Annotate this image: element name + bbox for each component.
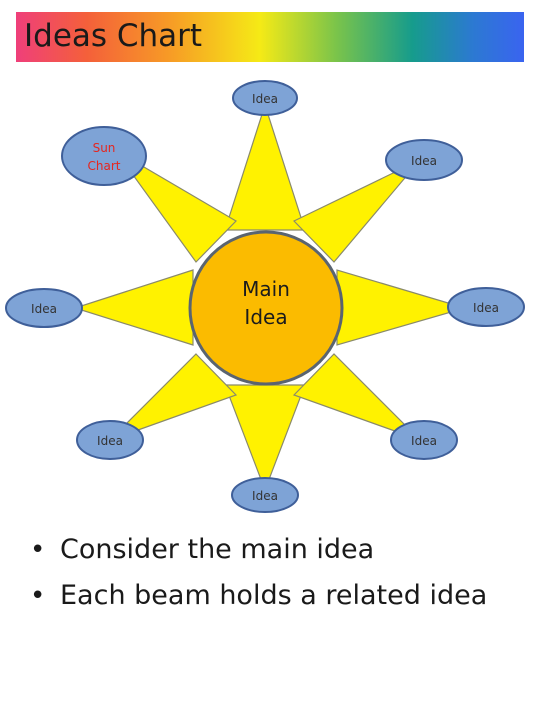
idea-label: Idea [97, 434, 123, 448]
idea-label: Idea [473, 301, 499, 315]
idea-bubble-bottom-right[interactable]: Idea [390, 420, 458, 460]
ray-bottom [224, 384, 306, 492]
idea-bubble-left[interactable]: Idea [5, 288, 83, 328]
sun-chart-label-line1: Sun [93, 141, 116, 155]
idea-bubble-top-right[interactable]: Idea [385, 139, 463, 181]
sun-chart-label-line2: Chart [88, 159, 121, 173]
title-bar: Ideas Chart [16, 12, 524, 62]
idea-label: Idea [411, 434, 437, 448]
bullet-dot-icon: • [30, 581, 46, 611]
ray-left [73, 269, 194, 346]
main-idea-circle [188, 230, 344, 386]
idea-bubble-right[interactable]: Idea [447, 287, 525, 327]
bullet-item: • Each beam holds a related idea [30, 578, 510, 614]
ray-right [336, 269, 468, 346]
bullet-list: • Consider the main idea • Each beam hol… [30, 532, 510, 624]
idea-label: Idea [252, 489, 278, 503]
ray-bottom-left [109, 353, 238, 441]
main-idea-label-line2: Idea [244, 305, 287, 329]
idea-bubble-top[interactable]: Idea [232, 80, 298, 116]
bullet-dot-icon: • [30, 535, 46, 565]
idea-label: Idea [31, 302, 57, 316]
idea-label: Idea [411, 154, 437, 168]
sun-chart-bubble[interactable]: Sun Chart [61, 126, 147, 186]
ray-top [224, 103, 306, 231]
ray-bottom-right [292, 353, 421, 441]
idea-label: Idea [252, 92, 278, 106]
ray-top-left [114, 149, 237, 263]
idea-bubble-bottom-left[interactable]: Idea [76, 420, 144, 460]
main-idea-label-line1: Main [242, 277, 290, 301]
bullet-text: Each beam holds a related idea [60, 580, 488, 611]
bullet-text: Consider the main idea [60, 534, 375, 565]
bullet-item: • Consider the main idea [30, 532, 510, 568]
page-title: Ideas Chart [24, 18, 203, 54]
ray-top-right [292, 159, 421, 263]
idea-bubble-bottom[interactable]: Idea [231, 477, 299, 513]
